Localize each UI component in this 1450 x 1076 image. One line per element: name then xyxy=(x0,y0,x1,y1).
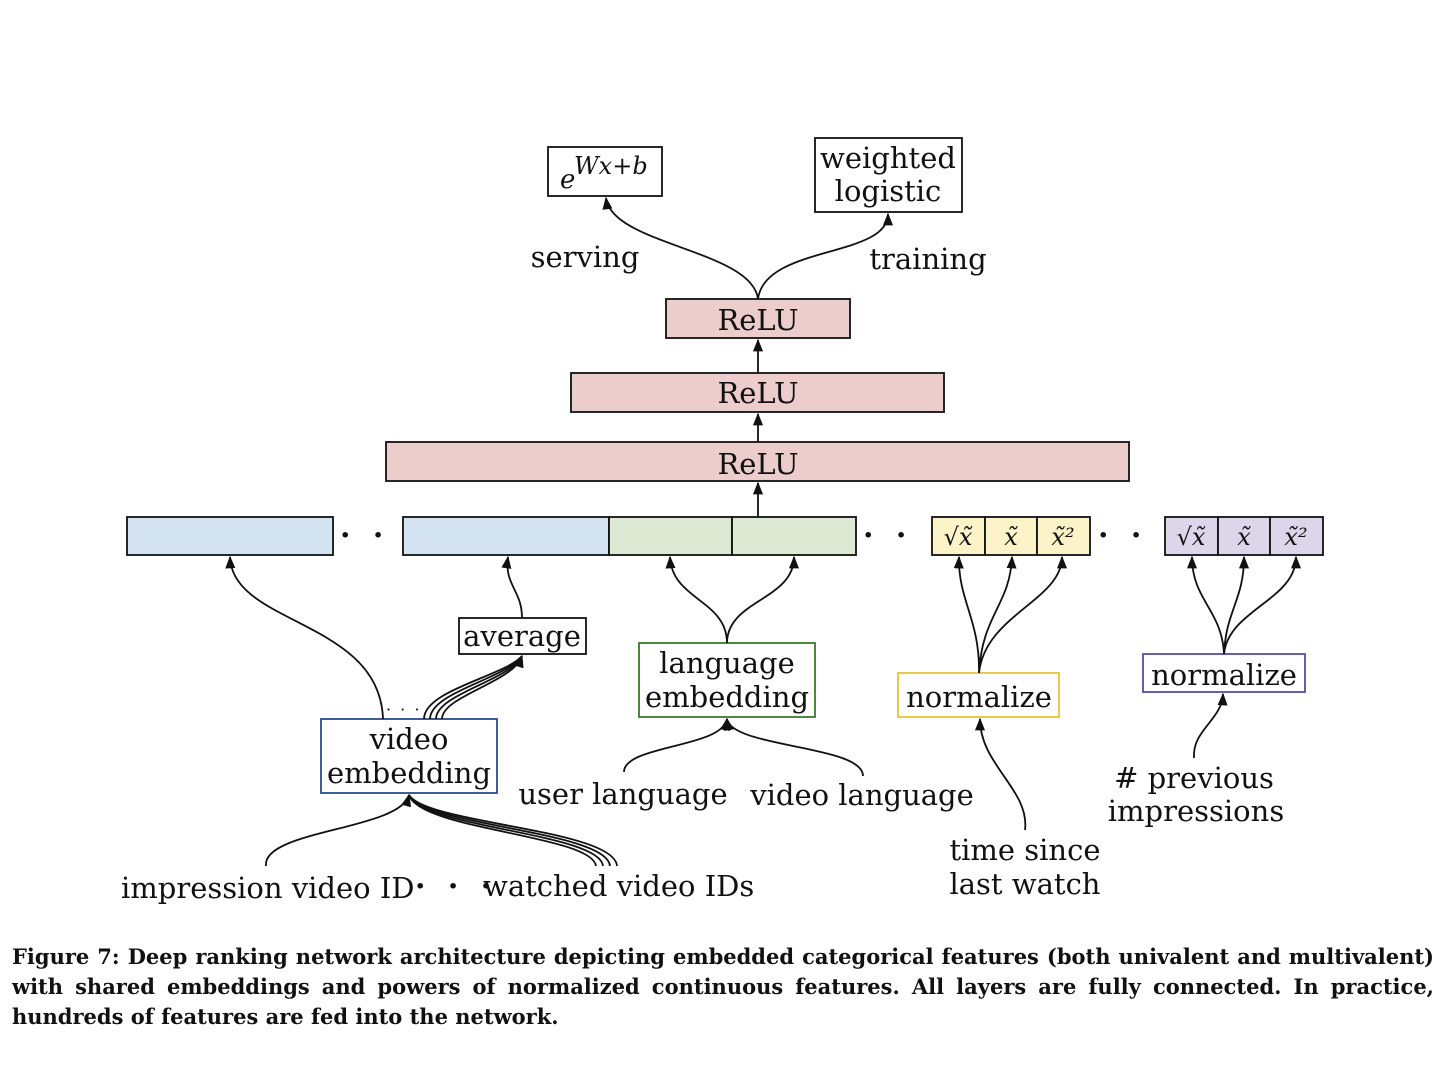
video-language-label: video language xyxy=(749,778,974,812)
edge-previous-impressions-to-normalize xyxy=(1193,692,1228,759)
edge-watched-id-to-embedding-4 xyxy=(408,794,618,867)
user-language-label: user language xyxy=(518,777,727,811)
user-language-feature-cell xyxy=(608,516,733,556)
edge-normalize-to-impr-sqrt xyxy=(1186,555,1225,655)
exp-output-box: e Wx+b xyxy=(547,146,663,197)
edge-normalize-to-time-sqrt xyxy=(953,555,980,674)
edge-normalize-to-impr-linear xyxy=(1223,555,1250,655)
edge-user-language-to-embedding xyxy=(623,717,731,773)
impr-square-label: x̃² xyxy=(1284,523,1307,551)
average-box: average xyxy=(458,617,587,655)
edge-watched-id-to-embedding-1 xyxy=(408,794,597,867)
impression-video-feature-cell xyxy=(126,516,334,556)
weighted-logistic-line1: weighted xyxy=(820,141,956,175)
language-embedding-line2: embedding xyxy=(645,680,809,714)
previous-impressions-line2: impressions xyxy=(1108,794,1284,828)
edge-embedding-to-average-4 xyxy=(441,654,524,720)
impr-square-cell xyxy=(1269,516,1324,556)
time-square-label: x̃² xyxy=(1051,523,1074,551)
normalize-time-box: normalize xyxy=(897,672,1060,718)
time-square-cell xyxy=(1036,516,1091,556)
normalize-impressions-box: normalize xyxy=(1142,653,1306,693)
edge-average-to-feature xyxy=(501,555,523,619)
video-language-feature-cell xyxy=(731,516,857,556)
id-ellipsis: · · · xyxy=(415,869,497,904)
relu-layer-bottom: ReLU xyxy=(385,441,1130,482)
relu-top-label: ReLU xyxy=(717,303,798,337)
normalize-impressions-label: normalize xyxy=(1151,658,1297,692)
edge-lang-embedding-to-video-feature xyxy=(726,555,800,644)
edge-normalize-to-time-square xyxy=(978,555,1068,674)
feature-ellipsis-2: · · · xyxy=(863,518,945,553)
time-sqrt-label: √x̃ xyxy=(944,523,973,551)
average-label: average xyxy=(463,619,581,653)
normalize-time-label: normalize xyxy=(906,680,1052,714)
time-since-line1: time since xyxy=(949,833,1100,867)
edge-normalize-to-time-linear xyxy=(978,555,1017,674)
impression-video-id-label: impression video ID xyxy=(121,871,415,905)
weighted-logistic-line2: logistic xyxy=(835,174,942,208)
impr-sqrt-label: √x̃ xyxy=(1177,523,1206,551)
edge-time-since-to-normalize xyxy=(974,717,1027,831)
edge-embedding-to-impression-feature xyxy=(225,555,384,720)
video-embedding-line1: video xyxy=(369,722,449,756)
edge-relu-to-exp xyxy=(602,196,759,300)
exp-base: e xyxy=(560,165,575,195)
time-linear-label: x̃ xyxy=(1004,523,1018,551)
video-embedding-box: video embedding xyxy=(320,718,498,794)
edge-impression-id-to-embedding xyxy=(265,793,412,867)
watched-video-feature-cell xyxy=(402,516,610,556)
video-embedding-line2: embedding xyxy=(327,756,491,790)
previous-impressions-line1: # previous xyxy=(1114,761,1274,795)
feature-ellipsis-3: · · · xyxy=(1098,518,1180,553)
shared-embedding-ellipsis: · · · xyxy=(386,700,421,719)
relu-middle-label: ReLU xyxy=(717,376,798,410)
figure-caption: Figure 7: Deep ranking network architect… xyxy=(12,944,1434,1029)
relu-bottom-label: ReLU xyxy=(717,447,798,481)
relu-layer-top: ReLU xyxy=(665,298,851,339)
training-label: training xyxy=(869,242,986,276)
time-since-line2: last watch xyxy=(949,867,1100,901)
watched-video-ids-label: watched video IDs xyxy=(483,869,754,903)
edge-lang-embedding-to-user-feature xyxy=(665,555,728,644)
edge-normalize-to-impr-square xyxy=(1223,555,1302,655)
relu-layer-middle: ReLU xyxy=(570,372,945,413)
impr-linear-label: x̃ xyxy=(1237,523,1251,551)
edge-video-language-to-embedding xyxy=(724,717,864,777)
impr-sqrt-cell xyxy=(1164,516,1219,556)
previous-impressions-feature-group: √x̃ x̃ x̃² xyxy=(1164,516,1324,556)
weighted-logistic-box: weighted logistic xyxy=(814,137,963,213)
serving-label: serving xyxy=(531,240,640,274)
edge-watched-id-to-embedding-3 xyxy=(408,794,611,867)
exp-exponent: Wx+b xyxy=(574,152,648,180)
language-embedding-box: language embedding xyxy=(638,642,816,718)
time-since-feature-group: √x̃ x̃ x̃² xyxy=(931,516,1091,556)
edge-watched-id-to-embedding-2 xyxy=(408,794,604,867)
edge-relu-to-logistic xyxy=(757,212,894,300)
language-embedding-line1: language xyxy=(659,646,795,680)
